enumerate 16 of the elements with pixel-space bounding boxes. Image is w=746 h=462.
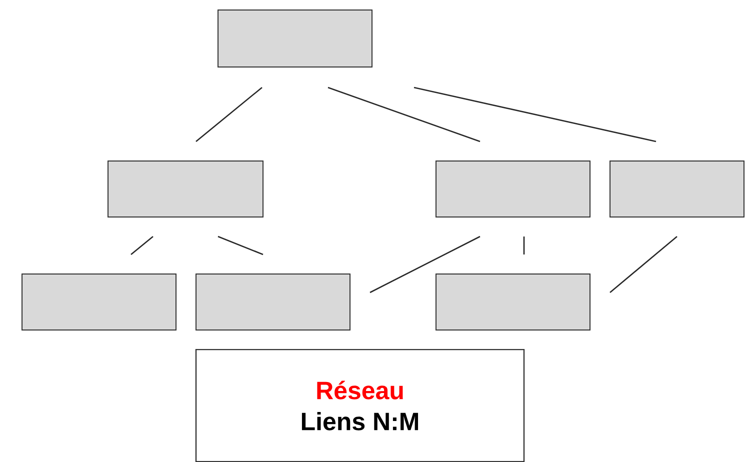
connector-line	[610, 236, 678, 293]
empty-box	[436, 273, 590, 330]
empty-box	[436, 160, 590, 218]
empty-box	[218, 10, 372, 68]
empty-box	[610, 160, 744, 218]
connector-line	[130, 236, 154, 255]
empty-box	[196, 273, 350, 330]
connector-line	[218, 236, 264, 256]
text-box: Réseau Liens N:M	[195, 348, 525, 462]
empty-box	[22, 273, 176, 330]
connector-line	[414, 86, 656, 142]
connector-line	[196, 86, 262, 142]
empty-box	[108, 160, 264, 218]
connector-line	[523, 236, 525, 254]
connector-line	[328, 86, 480, 142]
connector-line	[370, 236, 480, 294]
